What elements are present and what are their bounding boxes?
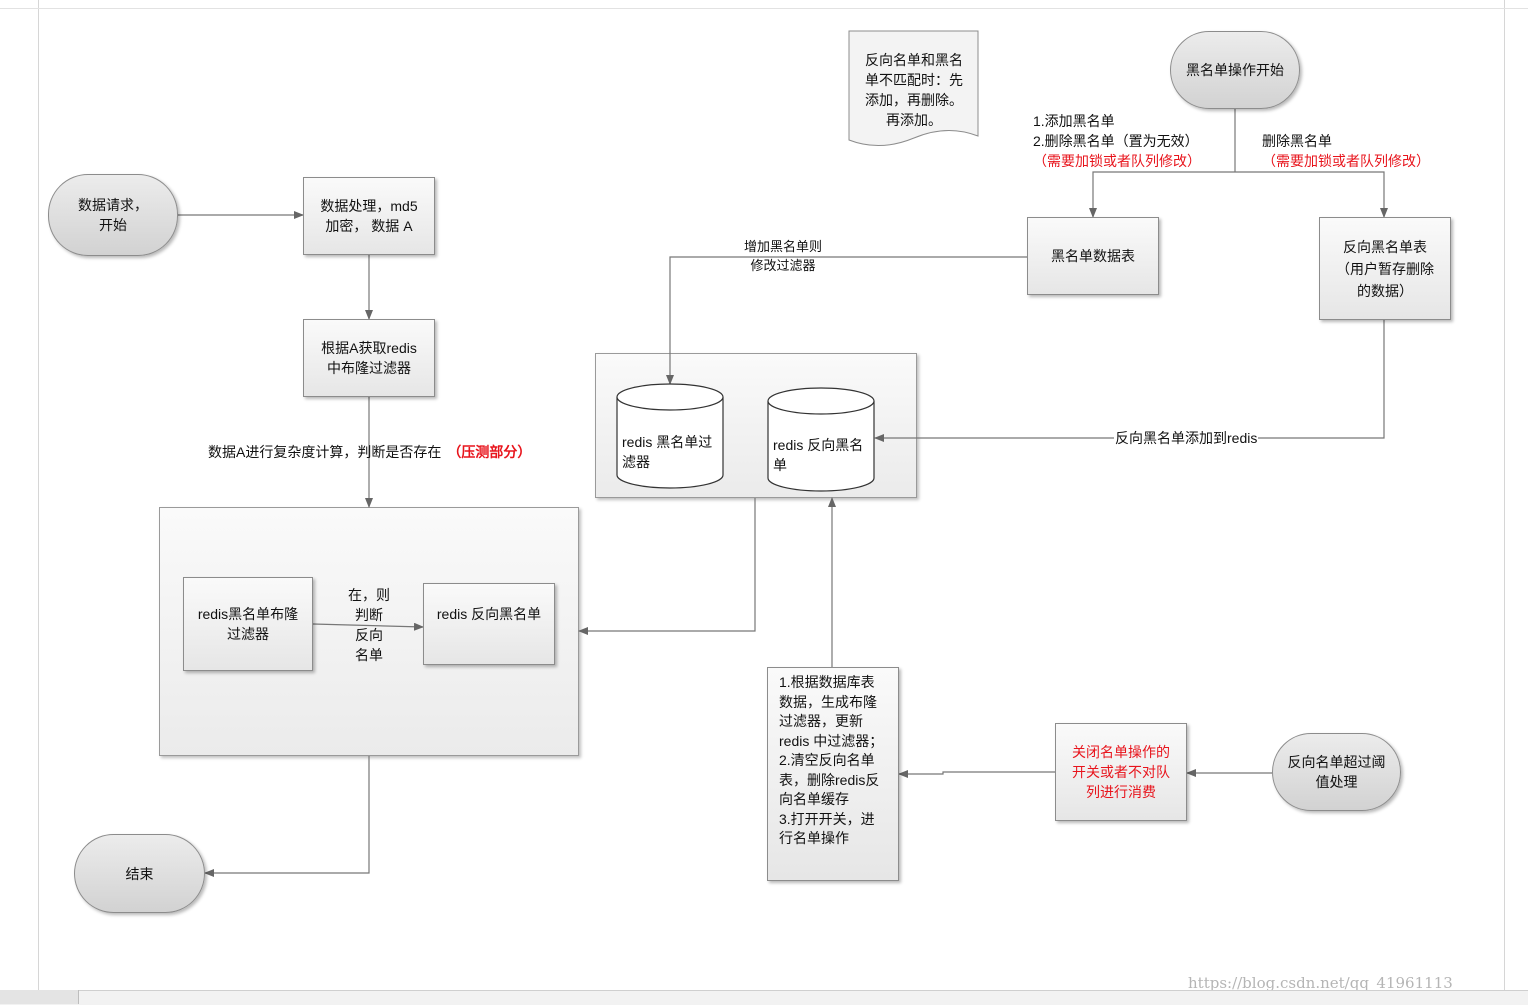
edge-storage-to-container (578, 498, 756, 635)
exists-then-label: 在，则 判断 反向 名单 (348, 587, 390, 663)
mismatch-note-text: 反向名单和黑名 单不匹配时：先 添加，再删除。 再添加。 (865, 52, 963, 128)
lock-left-label: （需要加锁或者队列修改） (1033, 153, 1201, 169)
note-shape (848, 30, 979, 147)
cylinder-redis-reverse (767, 387, 875, 492)
csdn-watermark: https://blog.csdn.net/qq_41961113 (1188, 974, 1453, 992)
rebuild-steps-box[interactable]: 1.根据数据库表数据，生成布隆过滤器，更新 redis 中过滤器；2.清空反向名… (767, 667, 899, 881)
reverse-blacklist-table-box[interactable]: 反向黑名单表（用户暂存删除的数据） (1319, 217, 1451, 320)
bloom-filter-box[interactable]: redis黑名单布隆过滤器 (183, 577, 313, 671)
cylinder-redis-filter-label: redis 黑名单过 滤器 (622, 434, 713, 470)
edge-rev-table-to-cylinder (874, 320, 1385, 442)
cylinder-redis-reverse-label: redis 反向黑名 单 (773, 437, 864, 473)
complexity-label: 数据A进行复杂度计算，判断是否存在（压测部分） (208, 444, 532, 460)
edge-close-to-rebuild (898, 770, 1055, 778)
bottom-status-bar (0, 990, 1528, 1005)
stress-test-label: （压测部分） (447, 444, 532, 460)
edge-container-to-end (204, 756, 370, 877)
blacklist-op-start-terminal[interactable]: 黑名单操作开始 (1170, 31, 1300, 109)
bottom-tab[interactable] (0, 990, 79, 1004)
reverse-add-redis-label: 反向黑名单添加到redis (1114, 428, 1259, 448)
add-delete-op-label: 1.添加黑名单 2.删除黑名单（置为无效） （需要加锁或者队列修改） (1033, 113, 1201, 169)
cylinder-redis-filter (616, 383, 724, 489)
edge-to-rev-table (1235, 171, 1388, 218)
delete-op-label: 删除黑名单 （需要加锁或者队列修改） (1262, 133, 1430, 169)
page-top-border (0, 8, 1528, 9)
edge-bl-table-to-cylinder (666, 256, 1027, 385)
page-left-border (38, 0, 39, 990)
reverse-blacklist-box[interactable]: redis 反向黑名单 (423, 583, 555, 665)
edge-bloom-to-reverse (312, 622, 424, 631)
end-terminal[interactable]: 结束 (74, 834, 205, 913)
blacklist-table-box[interactable]: 黑名单数据表 (1027, 217, 1159, 295)
modify-filter-label: 增加黑名单则 修改过滤器 (744, 239, 823, 273)
lock-right-label: （需要加锁或者队列修改） (1262, 153, 1430, 169)
close-switch-box[interactable]: 关闭名单操作的开关或者不对队列进行消费 (1055, 723, 1187, 821)
start-terminal[interactable]: 数据请求，开始 (48, 174, 178, 256)
threshold-terminal[interactable]: 反向名单超过阈值处理 (1272, 733, 1401, 811)
page-right-border (1504, 0, 1505, 990)
edge-to-bl-table (1089, 171, 1235, 218)
